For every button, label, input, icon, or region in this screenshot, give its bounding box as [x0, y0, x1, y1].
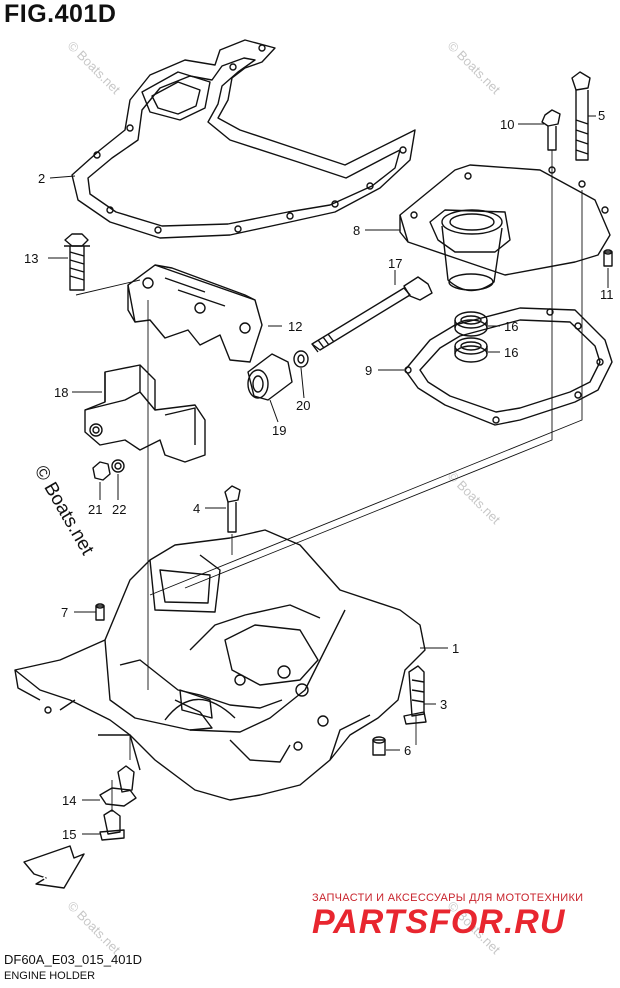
pin-11 [603, 249, 613, 267]
callout-6: 6 [404, 743, 411, 758]
mount-14 [99, 765, 137, 807]
callout-21: 21 [88, 502, 102, 517]
bolt-10 [541, 109, 561, 151]
callout-14: 14 [62, 793, 76, 808]
gasket-9 [404, 307, 613, 426]
washer-20 [293, 350, 309, 368]
nut-washer-21-22 [92, 459, 125, 481]
callout-16a: 16 [504, 319, 518, 334]
bolt-4 [224, 485, 241, 533]
bolt-13 [64, 233, 90, 291]
callout-18: 19 [272, 423, 286, 438]
callout-9: 9 [365, 363, 372, 378]
bolt-19 [311, 276, 433, 353]
promo-tagline: ЗАПЧАСТИ И АКСЕССУАРЫ ДЛЯ МОТОТЕХНИКИ [312, 892, 584, 904]
callout-8: 8 [353, 223, 360, 238]
callout-16b: 16 [504, 345, 518, 360]
bushing-18 [247, 353, 293, 401]
callout-3: 3 [440, 697, 447, 712]
pin-6 [372, 736, 386, 756]
fwd-arrow [23, 845, 85, 889]
bracket-17 [84, 364, 206, 463]
callout-19: 17 [388, 256, 402, 271]
figure-code: DF60A_E03_015_401D [4, 952, 143, 967]
bolt-3 [403, 665, 427, 725]
callout-17: 18 [54, 385, 68, 400]
seal-16-lower [454, 337, 488, 363]
pin-7 [95, 603, 105, 621]
callout-13: 13 [24, 251, 38, 266]
figure-title: FIG.401D [4, 0, 117, 28]
callout-5: 5 [598, 108, 605, 123]
callout-4: 4 [193, 501, 200, 516]
bolt-5 [571, 71, 591, 161]
callout-1: 1 [452, 641, 459, 656]
fwd-label: FWD [40, 858, 70, 887]
bolt-15 [99, 809, 125, 841]
callout-15: 15 [62, 827, 76, 842]
callout-11: 11 [600, 287, 614, 302]
seal-16-upper [454, 311, 488, 337]
callout-22: 22 [112, 502, 126, 517]
engine-holder-1 [14, 529, 426, 801]
callout-12: 12 [288, 319, 302, 334]
callout-20: 20 [296, 398, 310, 413]
holder-12 [127, 264, 263, 363]
gasket-2 [71, 39, 416, 239]
promo-brand-logo: PARTSFOR.RU [312, 903, 566, 941]
cover-8 [399, 164, 611, 292]
callout-2: 2 [38, 171, 45, 186]
callout-10: 10 [500, 117, 514, 132]
figure-name: ENGINE HOLDER [4, 970, 96, 982]
callout-7: 7 [61, 605, 68, 620]
